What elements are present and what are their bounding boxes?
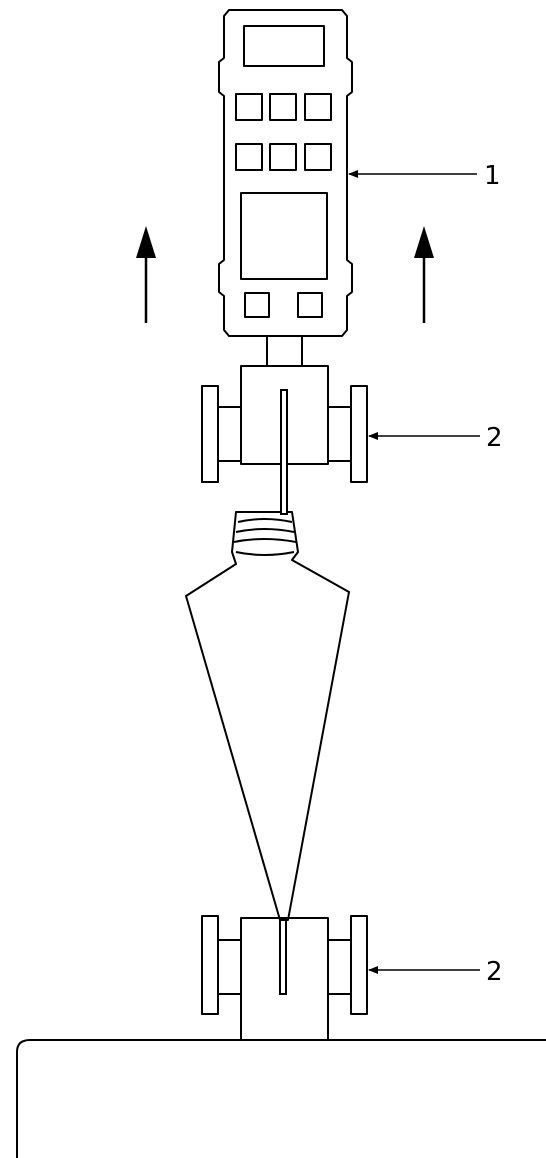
callout-2b-label: 2 [486, 957, 503, 987]
sample-bottle [185, 511, 350, 921]
callout-1-label: 1 [484, 161, 501, 191]
bottle-neck-threads [233, 518, 297, 556]
lower-clamp-slit [279, 919, 287, 995]
gauge-keypad-top [235, 93, 332, 121]
gauge-keypad-middle [235, 143, 332, 171]
callout-2a-label: 2 [486, 423, 503, 453]
base-platform [16, 1039, 546, 1158]
upper-clamp-slit [280, 389, 288, 515]
gauge-keypad-bottom [244, 292, 323, 318]
right-pull-arrow [414, 226, 434, 323]
lower-clamp [201, 915, 368, 1041]
gauge-display [243, 25, 325, 67]
force-gauge [218, 9, 353, 337]
left-pull-arrow [136, 226, 156, 323]
gauge-screen [240, 192, 328, 280]
gauge-connector [266, 335, 303, 367]
